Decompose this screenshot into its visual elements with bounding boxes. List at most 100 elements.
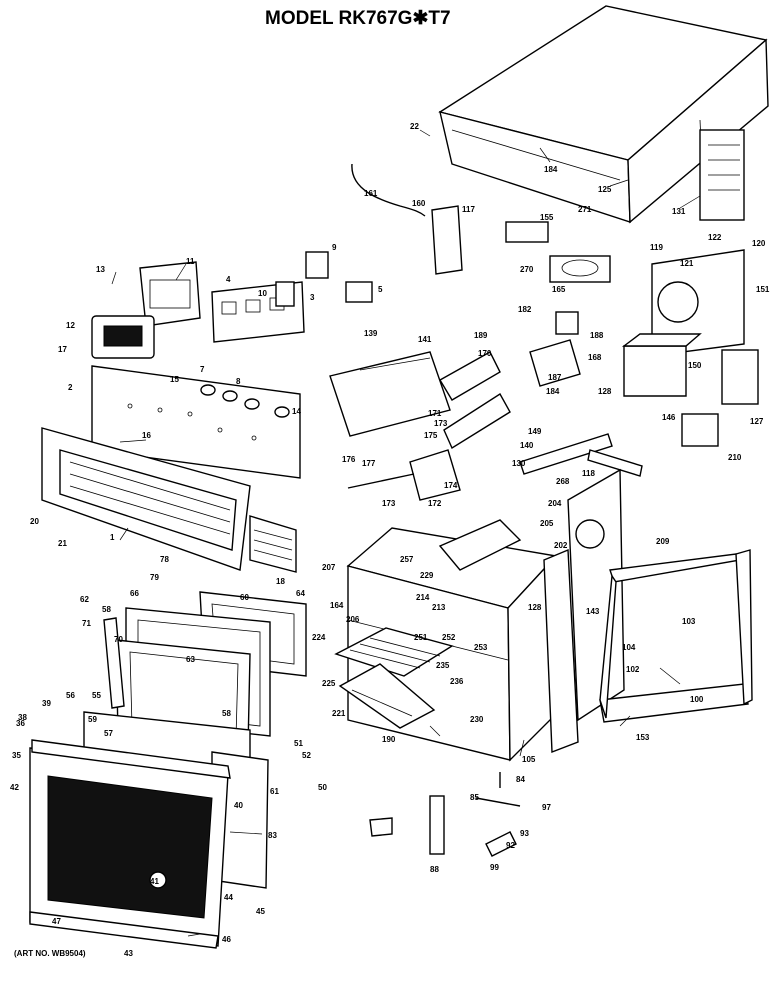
part-label: 153: [636, 733, 650, 742]
part-label: 36: [16, 719, 25, 728]
part-label: 122: [708, 233, 722, 242]
bracket-assembly-170: [439, 351, 511, 450]
part-label: 3: [310, 293, 315, 302]
part-label: 210: [728, 453, 742, 462]
part-label: 55: [92, 691, 101, 700]
part-label: 4: [226, 275, 231, 284]
part-label: 22: [410, 122, 419, 131]
part-label: 105: [522, 755, 536, 764]
fan-motor-270: [549, 255, 611, 283]
part-label: 63: [186, 655, 195, 664]
part-label: 207: [322, 563, 336, 572]
part-label: 38: [18, 713, 27, 722]
part-label: 120: [752, 239, 766, 248]
part-label: 84: [516, 775, 525, 784]
part-label: 5: [378, 285, 383, 294]
part-label: 12: [66, 321, 75, 330]
part-label: 176: [342, 455, 356, 464]
bracket-168: [529, 339, 581, 387]
part-label: 50: [318, 783, 327, 792]
part-label: 140: [520, 441, 534, 450]
part-label: 188: [590, 331, 604, 340]
part-label: 64: [296, 589, 305, 598]
part-label: 209: [656, 537, 670, 546]
part-label: 146: [662, 413, 676, 422]
part-label: 61: [270, 787, 279, 796]
part-label: 171: [428, 409, 442, 418]
part-label: 151: [756, 285, 770, 294]
side-panel-105: [543, 548, 579, 754]
sensor-188: [555, 311, 579, 335]
part-label: 102: [626, 665, 640, 674]
control-knobs: [200, 384, 290, 418]
part-label: 161: [364, 189, 378, 198]
part-label: 121: [680, 259, 694, 268]
top-cabinet: [438, 5, 769, 224]
part-label: 165: [552, 285, 566, 294]
part-label: 44: [224, 893, 233, 902]
part-label: 175: [424, 431, 438, 440]
part-label: 221: [332, 709, 346, 718]
part-label: 57: [104, 729, 113, 738]
part-label: 139: [364, 329, 378, 338]
part-label: 17: [58, 345, 67, 354]
part-label: 92: [506, 841, 515, 850]
part-label: 117: [462, 205, 475, 214]
part-label: 47: [52, 917, 61, 926]
part-label: 189: [474, 331, 488, 340]
part-label: 20: [30, 517, 39, 526]
part-label: 70: [114, 635, 123, 644]
part-label: 71: [82, 619, 91, 628]
part-label: 235: [436, 661, 450, 670]
part-label: 224: [312, 633, 326, 642]
part-label: 93: [520, 829, 529, 838]
part-label: 236: [450, 677, 464, 686]
part-label: 229: [420, 571, 434, 580]
oven-racks: [334, 627, 454, 729]
wire-harness: [351, 163, 426, 217]
part-label: 168: [588, 353, 602, 362]
part-label: 268: [556, 477, 570, 486]
part-label: 14: [292, 407, 301, 416]
part-label: 131: [672, 207, 686, 216]
part-label: 45: [256, 907, 265, 916]
part-label: 164: [330, 601, 344, 610]
bracket-127: [721, 349, 759, 405]
control-bracket: [139, 261, 201, 327]
part-label: 59: [88, 715, 97, 724]
part-label: 9: [332, 243, 337, 252]
part-label: 60: [240, 593, 249, 602]
part-label: 56: [66, 691, 75, 700]
part-label: 251: [414, 633, 428, 642]
part-label: 184: [544, 165, 558, 174]
part-label: 202: [554, 541, 568, 550]
circuit-board-117: [431, 205, 463, 275]
link-92: [485, 831, 517, 857]
part-label: 190: [382, 735, 396, 744]
part-label: 51: [294, 739, 303, 748]
part-label: 97: [542, 803, 551, 812]
leader-lines: [111, 129, 701, 937]
part-label: 79: [150, 573, 159, 582]
part-label: 11: [186, 257, 195, 266]
part-labels: 22 184 125 131 120 161 160 117 155 271 1…: [10, 122, 770, 958]
part-label: 172: [428, 499, 442, 508]
part-label: 85: [470, 793, 479, 802]
part-label: 177: [362, 459, 376, 468]
part-label: 13: [96, 265, 105, 274]
part-label: 66: [130, 589, 139, 598]
part-label: 128: [598, 387, 612, 396]
rod-85: [475, 797, 521, 807]
base-frame-100: [599, 549, 753, 723]
front-frame: [41, 427, 251, 571]
switch-9: [305, 251, 329, 279]
relay-5: [345, 281, 373, 303]
part-label: 104: [622, 643, 636, 652]
part-label: 225: [322, 679, 336, 688]
clip-82: [369, 817, 393, 837]
part-label: 206: [346, 615, 360, 624]
part-label: 127: [750, 417, 764, 426]
part-label: 270: [520, 265, 534, 274]
